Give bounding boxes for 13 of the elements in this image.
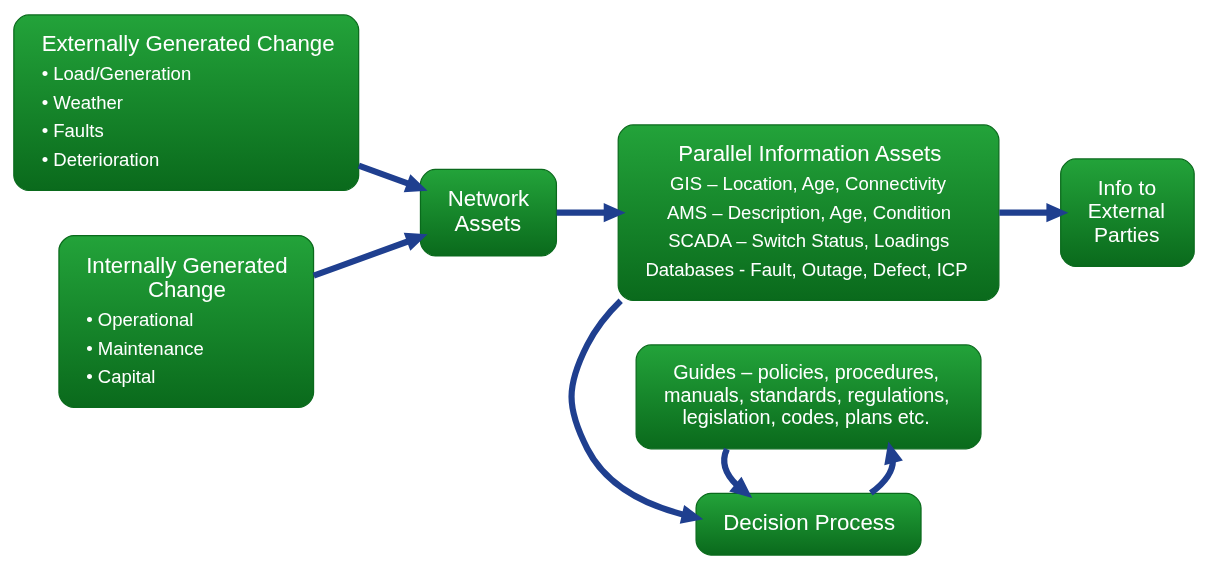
node-box: Parallel Information Assets GIS – Location, Age, Connectivity AMS – Description, Age, Condition SCADA – Switch Status, Loadings Databases - Fault, Outage, Defect, ICP xyxy=(617,124,1000,302)
arrow xyxy=(999,203,1069,223)
node-box: Externally Generated Change • Load/Generation • Weather • Faults • Deterioration xyxy=(13,14,360,192)
node-box: Internally Generated Change • Operational • Maintenance • Capital xyxy=(58,234,315,408)
node-box: Decision Process xyxy=(695,492,922,556)
node-box: Guides – policies, procedures, manuals, standards, regulations, legislation, codes, plans etc. xyxy=(635,344,982,450)
arrow xyxy=(868,441,903,496)
node-box: Network Assets xyxy=(419,168,558,257)
arrow xyxy=(556,203,626,223)
arrow xyxy=(568,298,704,524)
node-box: Info to External Parties xyxy=(1060,158,1195,268)
arrow xyxy=(312,232,428,279)
arrow xyxy=(357,162,428,193)
